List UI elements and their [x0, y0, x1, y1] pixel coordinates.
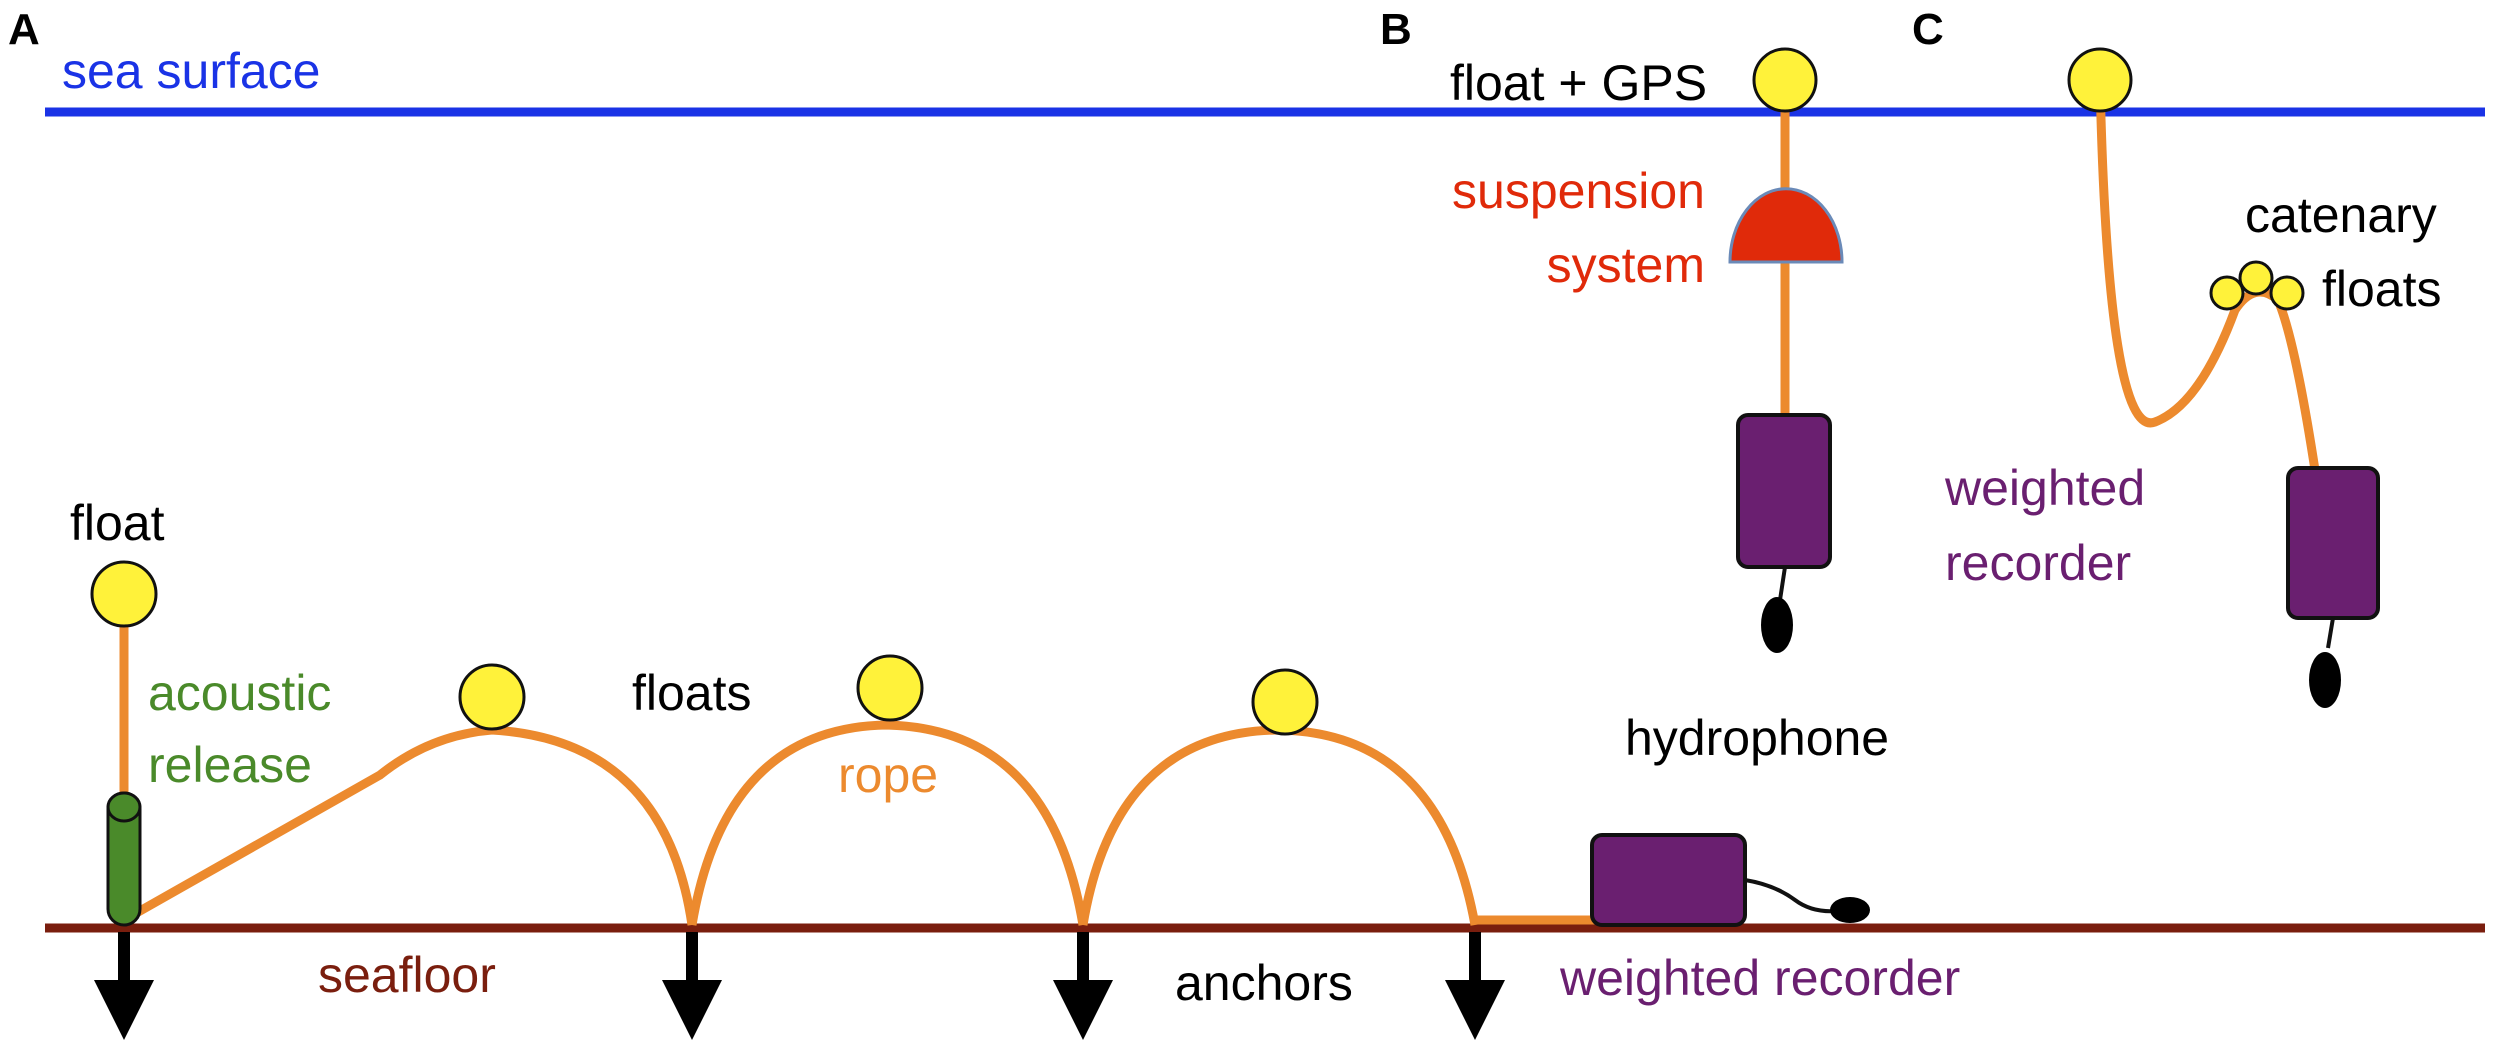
catenary-float: [2269, 275, 2305, 311]
weighted-recorder-label-line1: weighted: [1944, 460, 2145, 516]
panel-label-b: B: [1380, 5, 1412, 54]
float: [856, 654, 924, 722]
float: [458, 663, 526, 731]
catenary-floats-label-line2: floats: [2322, 261, 2442, 317]
catenary-float: [2238, 260, 2274, 296]
catenary-float: [2209, 275, 2245, 311]
panel-a-array: float acoustic release floats rope ancho…: [70, 495, 1960, 1040]
float: [90, 560, 158, 628]
float-gps: [1752, 47, 1818, 113]
float: [1251, 668, 1319, 736]
hydrophone-cable: [1778, 566, 1787, 601]
acoustic-release-cap: [106, 791, 142, 823]
catenary-rope: [2095, 79, 2320, 471]
hydrophone-label: hydrophone: [1625, 710, 1889, 766]
weighted-recorder-label: weighted recorder: [1559, 950, 1960, 1006]
rope-arch: [687, 720, 1088, 926]
suspension-system-label-line2: system: [1547, 237, 1705, 293]
hydrophone: [2309, 652, 2341, 708]
rope: [121, 725, 697, 926]
acoustic-release-label-line1: acoustic: [148, 665, 331, 721]
weighted-recorder: [1590, 833, 1747, 927]
hydrophone: [1830, 897, 1870, 923]
surface-float: [2067, 47, 2133, 113]
catenary-floats-label-line1: catenary: [2245, 187, 2437, 243]
float-gps-label: float + GPS: [1450, 55, 1707, 111]
weighted-recorder: [2286, 466, 2380, 620]
weighted-recorder: [1736, 413, 1832, 569]
hydrophone: [1761, 597, 1793, 653]
rope-label: rope: [838, 747, 938, 803]
weighted-recorder-label-line2: recorder: [1945, 535, 2131, 591]
panel-label-a: A: [8, 5, 40, 54]
rope-arch: [1078, 725, 1480, 926]
hydrophone-cable: [2326, 617, 2335, 649]
suspension-system-label-line1: suspension: [1452, 163, 1705, 219]
panel-label-c: C: [1912, 5, 1944, 54]
acoustic-release-label-line2: release: [148, 737, 312, 793]
floats-label: floats: [632, 665, 752, 721]
panel-c-catenary-recorder: catenary floats weighted recorder: [1944, 47, 2442, 708]
sea-surface-label: sea surface: [62, 43, 320, 99]
seafloor-label: seafloor: [318, 947, 496, 1003]
anchors-label: anchors: [1175, 955, 1353, 1011]
panel-b-suspended-recorder: float + GPS suspension system: [1450, 47, 1844, 653]
float-label: float: [70, 495, 165, 551]
suspension-system: [1728, 187, 1844, 264]
hydrophone-cable: [1744, 878, 1846, 914]
